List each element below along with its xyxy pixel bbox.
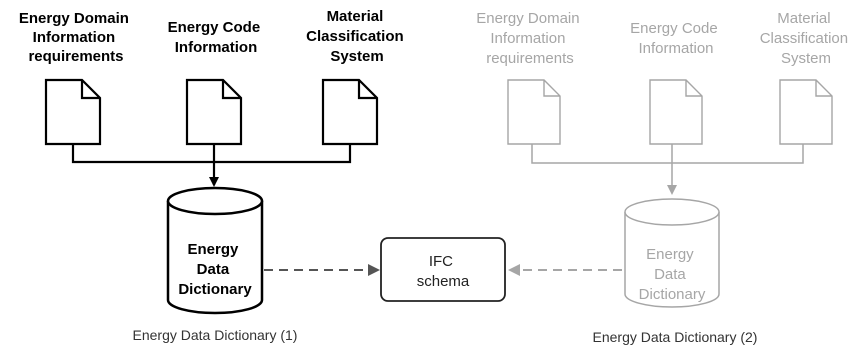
right-connector-lines: [531, 144, 804, 164]
left-doc-3-icon: [321, 78, 379, 146]
left-source-1-label: Energy Domain Information requirements: [19, 10, 133, 65]
right-group: Energy Domain Information requirements E…: [476, 10, 853, 345]
right-database-label: Energy Data Dictionary: [639, 246, 706, 303]
left-source-3-label: Material Classification System: [306, 8, 408, 65]
right-doc-2-icon: [649, 79, 703, 145]
left-group: Energy Domain Information requirements E…: [19, 8, 408, 343]
left-caption: Energy Data Dictionary (1): [133, 327, 298, 343]
right-source-3-label: Material Classification System: [760, 10, 853, 67]
right-caption: Energy Data Dictionary (2): [593, 329, 758, 345]
right-source-1-label: Energy Domain Information requirements: [476, 10, 584, 67]
right-doc-1-icon: [507, 79, 561, 145]
right-source-2-label: Energy Code Information: [630, 20, 722, 57]
left-database-icon: [166, 186, 264, 315]
left-connector-lines: [71, 144, 352, 164]
center-group: IFC schema: [264, 237, 622, 302]
right-database-icon: [624, 198, 720, 308]
left-database-label: Energy Data Dictionary: [178, 241, 252, 298]
left-source-2-label: Energy Code Information: [168, 19, 265, 56]
ifc-schema-box: [380, 237, 506, 302]
left-doc-1-icon: [44, 78, 102, 146]
right-doc-3-icon: [779, 79, 833, 145]
ifc-schema-label: IFC schema: [417, 253, 470, 290]
left-doc-2-icon: [185, 78, 243, 146]
